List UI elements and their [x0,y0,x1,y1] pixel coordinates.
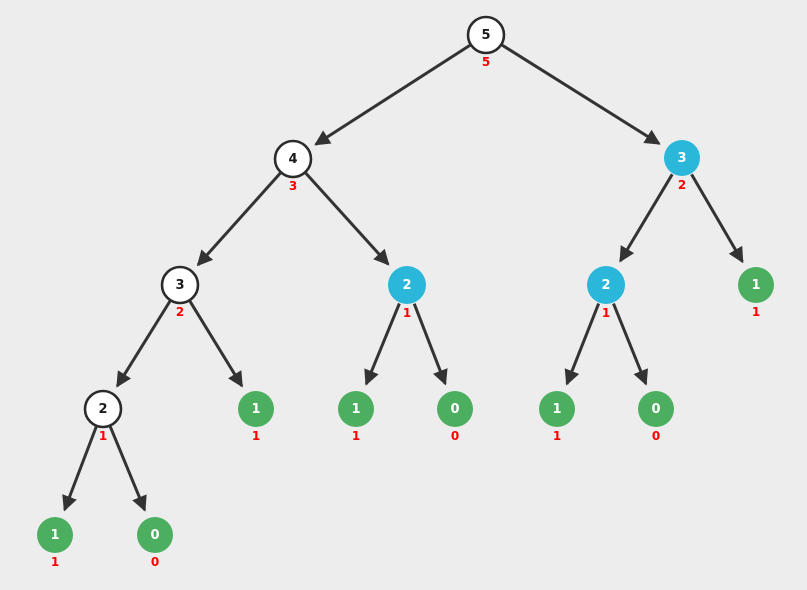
tree-node[interactable]: 21 [388,266,426,320]
tree-edge [304,172,390,266]
tree-edge [314,44,471,146]
node-height-sublabel: 1 [51,555,59,569]
tree-node[interactable]: 11 [238,391,274,443]
tree-edge [115,300,172,388]
node-circle[interactable] [539,391,575,427]
node-circle[interactable] [37,517,73,553]
node-circle[interactable] [738,267,774,303]
node-height-sublabel: 2 [176,305,184,319]
node-value-label: 0 [450,402,459,417]
node-circle[interactable] [587,266,625,304]
tree-node[interactable]: 43 [273,139,313,193]
tree-node[interactable]: 00 [437,391,473,443]
tree-node[interactable]: 00 [638,391,674,443]
tree-edge [196,172,282,267]
tree-node[interactable]: 00 [137,517,173,569]
tree-edge [564,303,601,386]
node-height-sublabel: 2 [678,178,686,192]
tree-edge [188,300,244,388]
node-value-label: 5 [481,28,490,43]
node-circle[interactable] [83,389,123,429]
node-value-label: 3 [175,278,184,293]
tree-node[interactable]: 11 [37,517,73,569]
node-value-label: 2 [98,402,107,417]
node-height-sublabel: 5 [482,55,490,69]
tree-edge [612,302,648,386]
node-value-label: 4 [288,152,297,167]
tree-edge [619,173,674,263]
node-circle[interactable] [638,391,674,427]
tree-edge [412,303,448,386]
node-height-sublabel: 0 [451,429,459,443]
node-height-sublabel: 1 [403,306,411,320]
node-circle[interactable] [273,139,313,179]
node-circle[interactable] [238,391,274,427]
node-value-label: 3 [677,151,686,166]
node-value-label: 2 [601,278,610,293]
tree-edge [62,426,98,512]
node-height-sublabel: 1 [553,429,561,443]
node-value-label: 1 [50,528,59,543]
tree-node[interactable]: 11 [539,391,575,443]
node-value-label: 1 [251,402,260,417]
node-circle[interactable] [388,266,426,304]
node-height-sublabel: 3 [289,179,297,193]
node-height-sublabel: 1 [352,429,360,443]
node-value-label: 0 [150,528,159,543]
tree-edge [501,43,661,145]
tree-node[interactable]: 11 [338,391,374,443]
tree-edge [364,302,401,386]
node-value-label: 2 [402,278,411,293]
edges-layer [62,43,744,512]
node-height-sublabel: 1 [752,305,760,319]
node-height-sublabel: 0 [151,555,159,569]
tree-edge [690,173,744,264]
node-height-sublabel: 1 [602,306,610,320]
tree-node[interactable]: 32 [160,265,200,319]
node-circle[interactable] [664,140,700,176]
node-circle[interactable] [437,391,473,427]
tree-node[interactable]: 55 [466,15,506,69]
tree-node[interactable]: 21 [83,389,123,443]
node-height-sublabel: 1 [252,429,260,443]
node-circle[interactable] [137,517,173,553]
node-circle[interactable] [160,265,200,305]
node-value-label: 0 [651,402,660,417]
node-value-label: 1 [552,402,561,417]
tree-node[interactable]: 21 [587,266,625,320]
node-circle[interactable] [466,15,506,55]
node-height-sublabel: 0 [652,429,660,443]
node-circle[interactable] [338,391,374,427]
tree-node[interactable]: 11 [738,267,774,319]
tree-edge [108,425,147,512]
node-height-sublabel: 1 [99,429,107,443]
tree-node[interactable]: 32 [664,140,700,192]
node-value-label: 1 [751,278,760,293]
node-value-label: 1 [351,402,360,417]
